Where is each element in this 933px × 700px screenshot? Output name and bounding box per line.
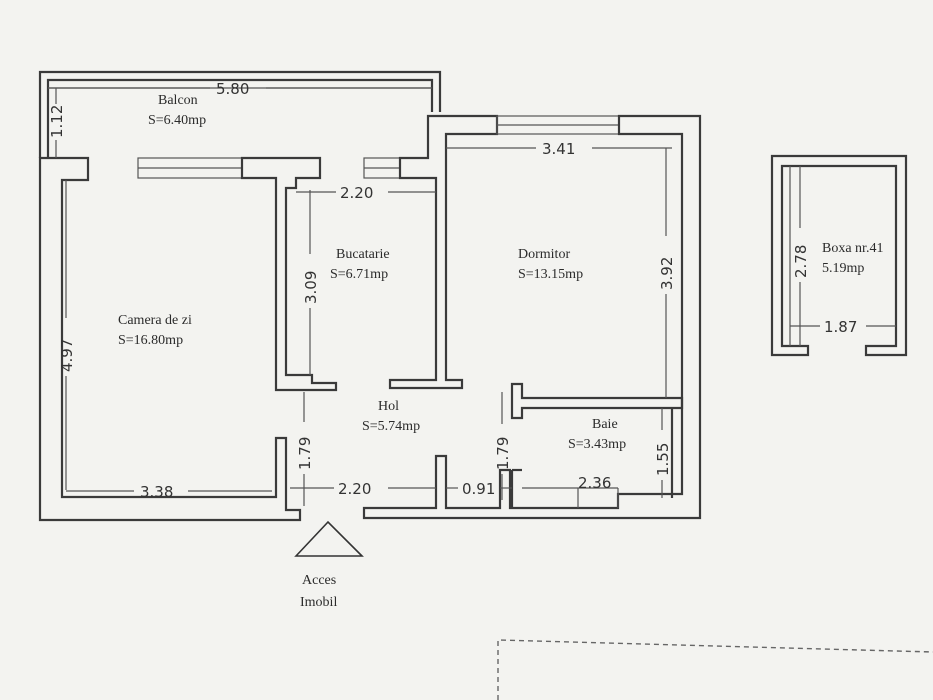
access-triangle-icon <box>294 520 364 557</box>
apartment-walls <box>38 114 702 522</box>
dim-camera-width: 3.38 <box>140 483 173 501</box>
room-name-balcon: Balcon <box>158 93 198 108</box>
room-name-bucatarie: Bucatarie <box>336 247 390 262</box>
boxa-walls <box>770 154 908 357</box>
dim-bucatarie-depth: 3.09 <box>302 271 320 304</box>
dim-bucatarie-width: 2.20 <box>340 184 373 202</box>
dim-baie-depth: 1.55 <box>654 443 672 476</box>
room-name-boxa: Boxa nr.41 <box>822 241 883 256</box>
dim-boxa-width: 1.87 <box>824 318 857 336</box>
dim-corridor-width: 0.91 <box>462 480 495 498</box>
room-area-boxa: 5.19mp <box>822 261 864 276</box>
room-name-camera: Camera de zi <box>118 313 192 328</box>
adjacent-plan-outline <box>497 639 933 700</box>
room-name-baie: Baie <box>592 417 618 432</box>
dim-hol-depth-right: 1.79 <box>494 437 512 470</box>
dim-baie-width: 2.36 <box>578 474 611 492</box>
room-name-hol: Hol <box>378 399 399 414</box>
access-label-line2: Imobil <box>300 595 337 610</box>
room-area-hol: S=5.74mp <box>362 419 420 434</box>
dim-balcon-width: 5.80 <box>216 80 249 98</box>
room-area-camera: S=16.80mp <box>118 333 183 348</box>
dimension-lines <box>48 87 896 506</box>
room-area-balcon: S=6.40mp <box>148 113 206 128</box>
dim-dormitor-depth: 3.92 <box>658 257 676 290</box>
dim-balcon-depth: 1.12 <box>48 105 66 138</box>
room-area-dormitor: S=13.15mp <box>518 267 583 282</box>
room-area-bucatarie: S=6.71mp <box>330 267 388 282</box>
room-area-baie: S=3.43mp <box>568 437 626 452</box>
dim-dormitor-width: 3.41 <box>542 140 575 158</box>
room-name-dormitor: Dormitor <box>518 247 570 262</box>
dim-hol-depth-left: 1.79 <box>296 437 314 470</box>
dim-boxa-depth: 2.78 <box>792 245 810 278</box>
access-label-line1: Acces <box>302 573 336 588</box>
dim-camera-depth: 4.97 <box>58 339 76 372</box>
dim-hol-width: 2.20 <box>338 480 371 498</box>
